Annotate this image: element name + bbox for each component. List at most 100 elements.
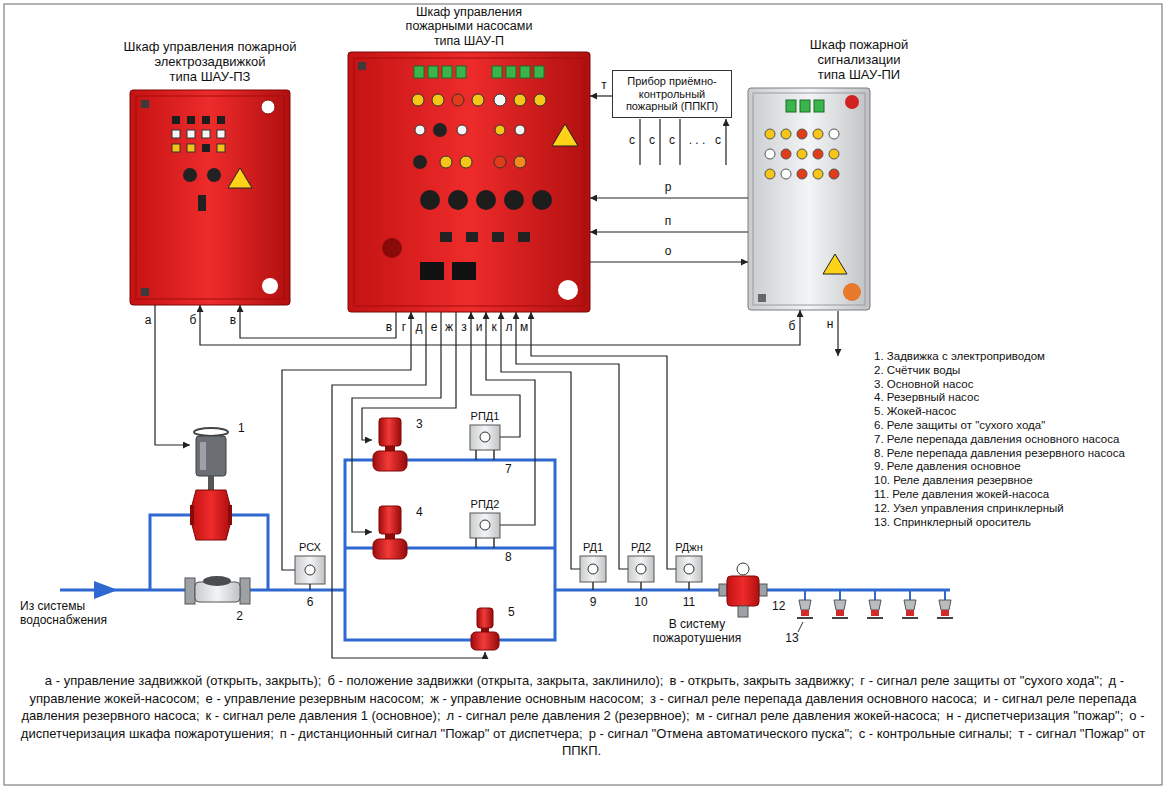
signal-letter: с bbox=[669, 134, 675, 148]
lamp bbox=[187, 144, 195, 152]
key-item: а - управление задвижкой (открыть, закры… bbox=[45, 673, 322, 688]
control-cabinet: Шкаф управления пожарной электрозадвижко… bbox=[130, 90, 290, 305]
callout-number: 13 bbox=[785, 632, 798, 646]
lamp bbox=[495, 125, 505, 135]
lamp bbox=[800, 100, 810, 112]
signal-letter: к bbox=[491, 321, 496, 335]
relay-body bbox=[470, 425, 500, 450]
callout-number: 5 bbox=[508, 606, 515, 620]
unit-flange bbox=[719, 584, 727, 596]
signal-connector bbox=[590, 197, 748, 198]
lamp bbox=[829, 149, 839, 159]
signal-letter: т bbox=[601, 79, 607, 93]
water-meter: 2 bbox=[185, 576, 250, 606]
lamp bbox=[412, 94, 424, 106]
callout-number: 10 bbox=[634, 596, 647, 610]
pump-body bbox=[373, 451, 407, 471]
lamp bbox=[456, 66, 466, 78]
pressure-relay: РДжн11 bbox=[676, 556, 702, 582]
relay-tube bbox=[476, 450, 494, 460]
box-label: Прибор приёмно-контрольный пожарный (ППК… bbox=[617, 75, 727, 113]
relay-tube bbox=[309, 584, 311, 590]
key-item: з - сигнал реле перепада давления основн… bbox=[650, 691, 977, 706]
cabinet-door bbox=[136, 96, 284, 299]
callout-number: 12 bbox=[772, 600, 785, 614]
legend-item: 2. Счётчик воды bbox=[874, 364, 1125, 378]
relay-label: РПД2 bbox=[471, 498, 500, 511]
pump: 5 bbox=[470, 608, 500, 652]
signal-connector bbox=[362, 312, 456, 440]
callout-number: 2 bbox=[236, 610, 243, 624]
signal-connector bbox=[471, 312, 520, 437]
legend-item: 10. Реле давления резервное bbox=[874, 474, 1125, 488]
meter-flange bbox=[185, 578, 195, 604]
pump-coupling bbox=[481, 628, 489, 632]
meter-dial bbox=[203, 576, 231, 586]
signal-letter: р bbox=[665, 181, 672, 195]
lock bbox=[141, 100, 149, 108]
pump-body bbox=[373, 539, 407, 559]
cabinet-door bbox=[753, 93, 865, 305]
key-item: л - сигнал реле давления 2 (резервное); bbox=[447, 708, 690, 723]
callout-number: 4 bbox=[416, 506, 423, 520]
callout-number: 11 bbox=[683, 596, 695, 610]
knob bbox=[207, 168, 221, 182]
knob bbox=[532, 190, 552, 210]
warning-sign bbox=[823, 254, 847, 274]
valve-actuator bbox=[200, 442, 206, 470]
signal-letter: с bbox=[649, 134, 655, 148]
relay-dial bbox=[684, 564, 694, 574]
relay-label: РСХ bbox=[299, 541, 321, 554]
valve-body bbox=[192, 490, 230, 540]
pump-motor bbox=[379, 506, 401, 534]
pump-motor bbox=[477, 608, 493, 628]
signal-letter: в bbox=[386, 321, 392, 335]
lamp bbox=[460, 156, 472, 168]
relay-tube bbox=[688, 582, 690, 590]
sprinkler-deflector bbox=[797, 617, 953, 619]
fire-panel-box: Прибор приёмно-контрольный пожарный (ППК… bbox=[612, 70, 732, 118]
pressure-relay: РПД17 bbox=[470, 425, 500, 450]
sprinkler-bulb bbox=[801, 610, 949, 616]
cabinet-door bbox=[354, 58, 584, 306]
signal-letter: б bbox=[789, 320, 796, 334]
signal-connector bbox=[501, 312, 580, 569]
cabinet-title: Шкаф управления пожарной электрозадвижко… bbox=[120, 40, 300, 85]
key-item: в - открыть, закрыть задвижку; bbox=[669, 673, 854, 688]
button bbox=[217, 130, 225, 138]
key-item: ж - управление основным насосом; bbox=[430, 691, 644, 706]
signal-connector bbox=[590, 95, 612, 96]
signal-connector bbox=[200, 305, 800, 345]
signal-letter: с bbox=[715, 134, 721, 148]
display bbox=[452, 262, 476, 280]
relay-tube bbox=[592, 582, 594, 590]
lamp bbox=[452, 94, 464, 106]
unit-body bbox=[727, 576, 759, 606]
number-legend: 1. Задвижка с электроприводом2. Счётчик … bbox=[874, 350, 1125, 529]
lamp bbox=[172, 144, 180, 152]
cabinet-body bbox=[348, 52, 590, 312]
button bbox=[187, 116, 195, 124]
relay-dial bbox=[588, 564, 598, 574]
button bbox=[466, 232, 478, 242]
callout-number: 1 bbox=[238, 422, 245, 436]
knob bbox=[504, 190, 524, 210]
signal-letter: д bbox=[415, 321, 422, 335]
signal-letter: е bbox=[431, 321, 438, 335]
valve-flange bbox=[190, 505, 194, 525]
signal-line bbox=[640, 119, 726, 165]
pump-motor bbox=[379, 418, 401, 446]
lamp bbox=[813, 169, 823, 179]
lock bbox=[758, 294, 766, 302]
lamp bbox=[829, 129, 839, 139]
button bbox=[172, 130, 180, 138]
pump: 3 bbox=[372, 418, 408, 472]
switch bbox=[198, 195, 206, 211]
relay-label: РД1 bbox=[583, 541, 603, 554]
knob bbox=[183, 168, 197, 182]
lamp bbox=[515, 125, 525, 135]
pump-coupling bbox=[385, 446, 395, 451]
